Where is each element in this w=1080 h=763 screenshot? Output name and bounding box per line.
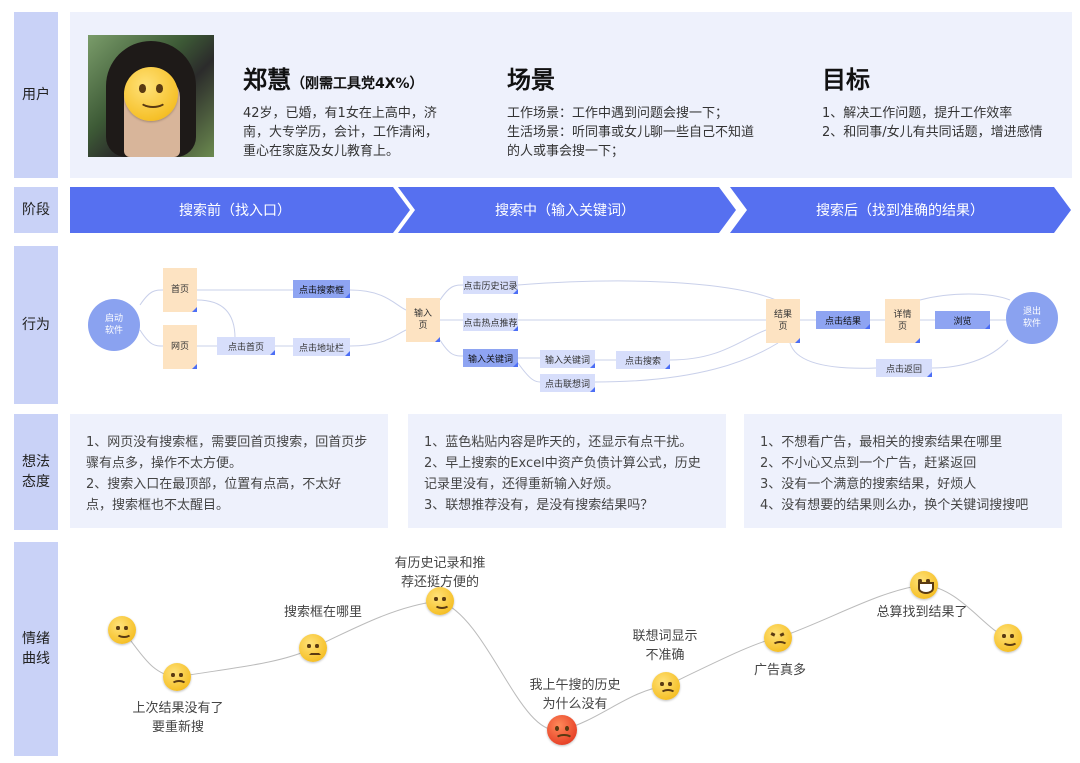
detail-page-node: 详情 页 [885, 299, 920, 343]
exit-app-node: 退出 软件 [1006, 292, 1058, 344]
click-history-node: 点击历史记录 [463, 276, 518, 294]
click-search-node: 点击搜索 [616, 351, 670, 369]
emotion-point-8-grin-icon [910, 571, 938, 599]
emotion-label-4: 有历史记录和推 荐还挺方便的 [394, 556, 486, 590]
emotion-label-2: 上次结果没有了 要重新搜 [132, 701, 224, 735]
click-home-node: 点击首页 [217, 337, 275, 355]
row-label-stage: 阶段 [14, 187, 58, 233]
click-addressbar-node: 点击地址栏 [293, 338, 350, 356]
type-keyword-node: 输入关键词 [540, 350, 595, 368]
row-label-user: 用户 [14, 12, 58, 178]
emotion-point-3-thinking-icon [299, 634, 327, 662]
emotion-label-3: 搜索框在哪里 [283, 605, 362, 620]
emotion-label-6: 联想词显示 不准确 [632, 629, 698, 663]
stage-label-3: 搜索后（找到准确的结果） [816, 203, 984, 219]
persona-name: 郑慧（刚需工具党4X%） [243, 66, 424, 94]
result-page-node: 结果 页 [766, 299, 800, 343]
emotion-label-8: 总算找到结果了 [876, 605, 968, 620]
persona-description: 42岁，已婚，有1女在上高中，济 南，大专学历，会计，工作清闲， 重心在家庭及女… [243, 106, 439, 159]
emotion-point-2-sad-icon [163, 663, 191, 691]
emotion-label-5: 我上午搜的历史 为什么没有 [529, 678, 621, 712]
persona-panel [70, 12, 1072, 178]
stage-label-2: 搜索中（输入关键词） [495, 203, 635, 219]
home-node: 首页 [163, 268, 197, 312]
smile-emoji-icon [124, 67, 178, 121]
emotion-point-7-frustrated-icon [764, 624, 792, 652]
input-keyword-node: 输入关键词 [463, 349, 518, 367]
click-searchbox-node: 点击搜索框 [293, 280, 350, 298]
thought-box-2: 1、蓝色粘贴内容是昨天的，还显示有点干扰。 2、早上搜索的Excel中资产负债计… [408, 414, 726, 528]
click-result-node: 点击结果 [816, 311, 870, 329]
browse-node: 浏览 [935, 311, 990, 329]
persona-photo [88, 35, 214, 157]
emotion-point-1-smile-icon [108, 616, 136, 644]
click-back-node: 点击返回 [876, 359, 932, 377]
row-label-thoughts: 想法态度 [14, 414, 58, 530]
web-node: 网页 [163, 325, 197, 369]
row-label-emotion: 情绪曲线 [14, 542, 58, 756]
goal-text: 1、解决工作问题，提升工作效率 2、和同事/女儿有共同话题，增进感情 [822, 106, 1043, 140]
goal-title: 目标 [822, 66, 870, 94]
emotion-point-9-smile-icon [994, 624, 1022, 652]
scene-title: 场景 [507, 66, 555, 94]
row-label-behavior: 行为 [14, 246, 58, 404]
input-page-node: 输入 页 [406, 298, 440, 342]
emotion-label-7: 广告真多 [753, 663, 806, 678]
emotion-point-4-smile-icon [426, 587, 454, 615]
thought-box-1: 1、网页没有搜索框，需要回首页搜索，回首页步 骤有点多，操作不太方便。 2、搜索… [70, 414, 388, 528]
emotion-point-5-angry-icon [547, 715, 577, 745]
scene-text: 工作场景：工作中遇到问题会搜一下； 生活场景：听同事或女儿聊一些自己不知道 的人… [507, 106, 755, 159]
click-hot-node: 点击热点推荐 [463, 313, 518, 331]
thought-box-3: 1、不想看广告，最相关的搜索结果在哪里 2、不小心又点到一个广告，赶紧返回 3、… [744, 414, 1062, 528]
persona-tag: （刚需工具党4X%） [291, 76, 424, 92]
stage-label-1: 搜索前（找入口） [179, 203, 291, 219]
click-suggest-node: 点击联想词 [540, 374, 595, 392]
start-app-node: 启动 软件 [88, 299, 140, 351]
emotion-point-6-sad-icon [652, 672, 680, 700]
